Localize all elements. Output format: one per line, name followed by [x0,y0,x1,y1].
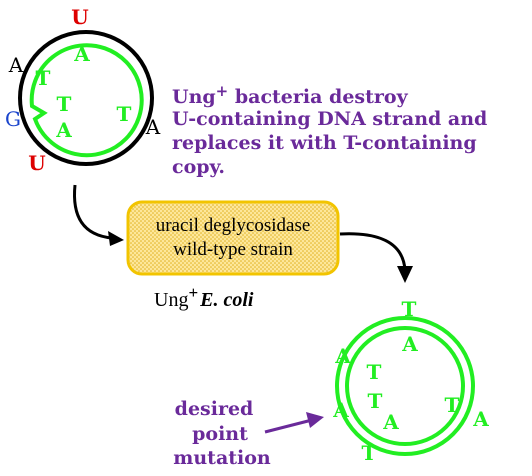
caption-line-1-rest: bacteria destroy [228,86,408,108]
base-a-right: A [145,115,161,139]
plasmid-top: U A G U A A T T A T [5,5,161,175]
caption-line-3: replaces it with T-containing [172,132,477,154]
arrow-to-plasmid [339,232,413,283]
mutation-label-line-3: mutation [173,447,271,469]
base-a-inner-mid: A [55,118,72,142]
process-box [126,200,340,276]
plasmid-top-inner-strand [29,43,144,158]
base-bottom-a-top-inner: A [401,332,418,356]
base-bottom-t-inner-2: T [368,389,383,413]
base-bottom-a-inner: A [382,410,399,434]
base-a-inner-top: A [73,42,90,66]
base-bottom-t-top: T [402,297,417,321]
base-t-inner-right: T [117,102,132,126]
base-t-inner-mid: T [57,92,72,116]
plasmid-bottom-inner-strand [345,326,465,446]
caption-ung: Ung [172,86,216,108]
base-t-inner-left: T [36,66,51,90]
mutation-label-line-1: desired [175,398,254,420]
base-bottom-a-right-outer: A [472,407,489,431]
base-a-left: A [8,53,24,77]
base-bottom-t-inner-1: T [367,360,382,384]
plasmid-bottom-outer-strand [335,316,475,456]
caption-line-4: copy. [172,156,225,178]
base-bottom-t-bottom: T [362,441,377,465]
strain-label: Ung+E. coli [154,283,254,311]
plasmid-top-outer-strand [18,30,154,166]
strain-label-sup: + [188,283,198,302]
arrow-to-box [72,184,124,246]
strain-label-species: E. coli [199,289,254,311]
mutation-arrow [264,412,324,434]
strain-label-ung: Ung [154,289,188,311]
caption-line-2: U-containing DNA strand and [172,108,487,130]
base-u-bottom: U [28,151,45,175]
base-bottom-a-left-upper: A [334,344,351,368]
base-u-top: U [71,5,88,29]
base-bottom-a-left-lower: A [332,398,349,422]
mutation-label: desired point mutation [173,398,271,469]
base-g-left: G [5,107,21,131]
plasmid-bottom: T A A T T A A T A T [332,297,489,465]
base-bottom-t-right-inner: T [445,393,460,417]
caption: Ung+ bacteria destroy U-containing DNA s… [172,82,487,178]
mutation-label-line-2: point [192,423,248,445]
caption-ung-sup: + [216,82,229,100]
caption-line-1: Ung+ bacteria destroy [172,82,409,108]
